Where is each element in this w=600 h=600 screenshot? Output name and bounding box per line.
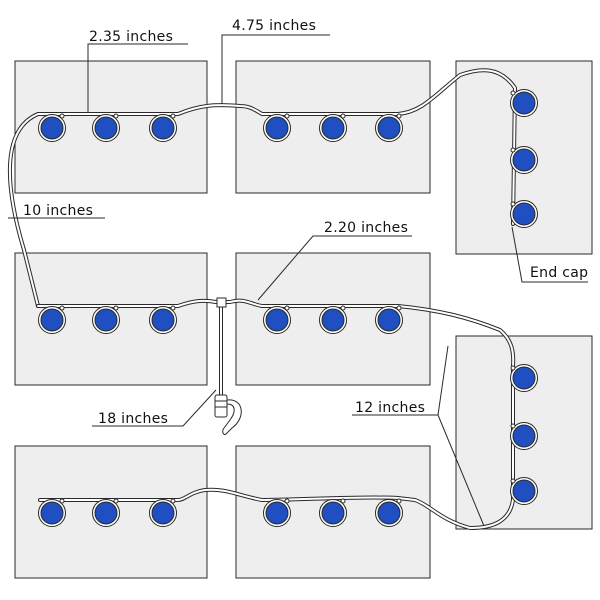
label-2-35-inches: 2.35 inches: [89, 29, 173, 45]
battery-cell: [510, 146, 538, 174]
label-2-20-inches: 2.20 inches: [324, 220, 408, 236]
battery-cells: [38, 89, 538, 527]
label-4-75-inches: 4.75 inches: [232, 18, 316, 34]
fill-inlet-coupler: [214, 297, 242, 435]
battery-cell: [92, 498, 120, 527]
battery-cell: [38, 498, 66, 527]
battery-cell: [510, 364, 538, 392]
label-18-inches: 18 inches: [98, 411, 168, 427]
battery-cell: [92, 305, 120, 334]
battery-cell: [375, 498, 403, 527]
battery-cell: [149, 305, 177, 334]
battery-cell: [319, 113, 347, 142]
leader-2-35: [87, 43, 188, 113]
battery-cell: [38, 305, 66, 334]
battery-cell: [510, 89, 538, 117]
leader-lines: [8, 34, 588, 527]
battery-cell: [38, 113, 66, 142]
battery-cell: [263, 113, 291, 142]
leader-end-cap: [511, 226, 588, 283]
battery-cell: [263, 498, 291, 527]
tubing: [7, 68, 517, 530]
leader-2-20: [257, 235, 412, 301]
leader-4-75: [221, 34, 330, 104]
battery-cell: [319, 498, 347, 527]
battery-cell: [510, 200, 538, 228]
battery-cell: [92, 113, 120, 142]
measurement-labels: 2.35 inches 4.75 inches 10 inches 2.20 i…: [23, 18, 588, 427]
battery-cell: [375, 113, 403, 142]
battery-cell: [149, 113, 177, 142]
battery-cell: [319, 305, 347, 334]
battery-cell: [149, 498, 177, 527]
battery-cell: [375, 305, 403, 334]
label-end-cap: End cap: [530, 265, 588, 281]
battery-cell: [263, 305, 291, 334]
leader-18: [92, 389, 217, 427]
battery-cell: [510, 422, 538, 450]
label-12-inches: 12 inches: [355, 400, 425, 416]
label-10-inches: 10 inches: [23, 203, 93, 219]
battery-cell: [510, 477, 538, 505]
